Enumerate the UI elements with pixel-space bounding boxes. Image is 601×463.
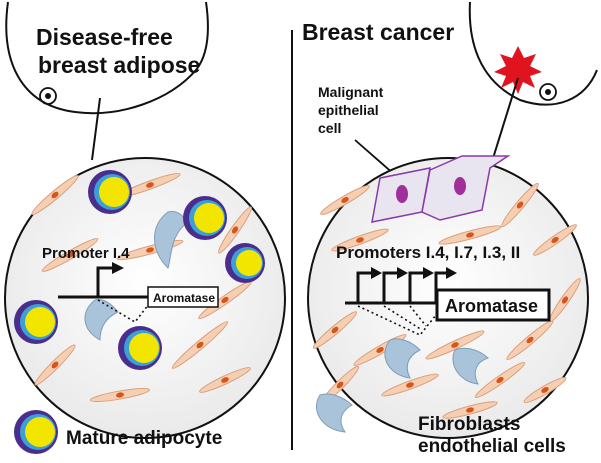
left-title-line1: Disease-free bbox=[36, 24, 173, 50]
fibroblast-cell bbox=[31, 174, 79, 216]
fibroblasts-label-line2: endothelial cells bbox=[418, 436, 566, 457]
left-gene-construct bbox=[58, 262, 153, 324]
promoter-arrow-head bbox=[371, 267, 382, 279]
promoter-arrow-head bbox=[397, 267, 408, 279]
fibroblast-cell bbox=[34, 344, 76, 386]
promoter-arrow bbox=[382, 271, 399, 303]
fibroblast-cell bbox=[438, 225, 502, 245]
left-breast-outline bbox=[5, 1, 209, 115]
malignant-pointer-line bbox=[354, 139, 396, 176]
fibroblast-cell bbox=[171, 321, 229, 369]
fibroblast-cell bbox=[89, 387, 151, 403]
promoter-arrow-head bbox=[112, 262, 124, 274]
promoter-arrow bbox=[356, 271, 373, 303]
adipocyte bbox=[118, 326, 162, 370]
promoter-arrow bbox=[96, 266, 115, 297]
fibroblast-cell bbox=[523, 377, 567, 403]
malignant-nucleus bbox=[454, 177, 466, 195]
endothelial-cell bbox=[452, 347, 489, 385]
left-endothelial-cells bbox=[84, 211, 189, 341]
right-title: Breast cancer bbox=[302, 19, 454, 45]
fibroblast-cell bbox=[312, 311, 358, 349]
left-aromatase-box bbox=[147, 286, 219, 308]
fibroblast-cell bbox=[533, 224, 577, 256]
fibroblast-cell bbox=[425, 330, 485, 360]
promoter-arrow bbox=[408, 271, 425, 303]
fibroblast-cell bbox=[41, 238, 99, 272]
malignant-label-line3: cell bbox=[318, 120, 341, 136]
endothelial-cell bbox=[154, 211, 189, 269]
malignant-label-line2: epithelial bbox=[318, 102, 379, 118]
malignant-label-line1: Malignant bbox=[318, 84, 384, 100]
fibroblast-cell bbox=[331, 228, 389, 252]
adipocyte bbox=[14, 300, 58, 344]
right-endothelial-cells bbox=[315, 338, 489, 433]
fibroblast-cell bbox=[442, 401, 498, 419]
right-promoters-label: Promoters I.4, I.7, I.3, II bbox=[336, 243, 520, 262]
promoter-arrow-head bbox=[423, 267, 434, 279]
fibroblast-cell bbox=[320, 185, 370, 215]
splice-lines bbox=[409, 305, 427, 327]
legend-adipocyte-icon bbox=[14, 410, 58, 454]
right-aromatase-box bbox=[435, 288, 551, 322]
fibroblast-cell bbox=[506, 319, 554, 361]
malignant-nucleus bbox=[396, 185, 408, 203]
fibroblast-cell bbox=[501, 182, 539, 228]
endothelial-cell bbox=[84, 299, 119, 341]
endothelial-cell bbox=[315, 393, 353, 433]
promoter-arrow-head bbox=[446, 267, 457, 279]
left-title-line2: breast adipose bbox=[38, 52, 200, 78]
adipocyte bbox=[225, 243, 265, 283]
right-pointer-line bbox=[489, 77, 519, 169]
endothelial-cell bbox=[384, 338, 421, 379]
adipocyte bbox=[88, 170, 132, 214]
left-aromatase-label: Aromatase bbox=[153, 291, 215, 305]
right-breast-outline bbox=[468, 1, 598, 106]
splice-lines bbox=[97, 299, 153, 324]
fibroblasts-label-line1: Fibroblasts bbox=[418, 414, 520, 435]
legend-adipocyte-label: Mature adipocyte bbox=[66, 428, 222, 449]
fibroblast-cell bbox=[218, 206, 252, 254]
right-aromatase-label: Aromatase bbox=[445, 296, 538, 316]
left-promoter-label: Promoter I.4 bbox=[42, 245, 130, 262]
left-adipocytes bbox=[14, 170, 265, 370]
malignant-epithelial-cells bbox=[371, 155, 511, 223]
fibroblast-cell bbox=[381, 373, 439, 397]
tumor-star-icon bbox=[494, 46, 542, 94]
adipocyte bbox=[183, 196, 227, 240]
left-pointer-line bbox=[91, 97, 101, 161]
fibroblast-cell bbox=[474, 361, 526, 399]
fibroblast-cell bbox=[199, 367, 251, 393]
